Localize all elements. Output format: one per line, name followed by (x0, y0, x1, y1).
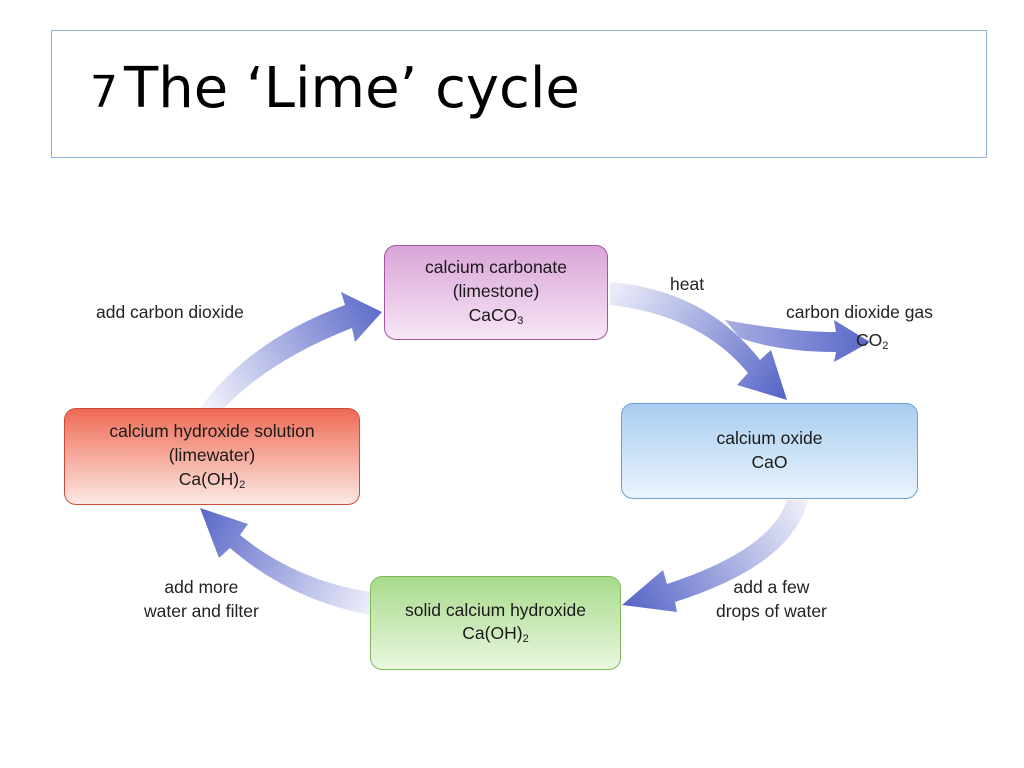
solid-calcium-hydroxide-box: solid calcium hydroxide Ca(OH)2 (370, 576, 621, 670)
add-carbon-dioxide-arrow (200, 292, 382, 408)
slide-number: 7 (90, 67, 118, 118)
slide-title-text: The ‘Lime’ cycle (124, 56, 580, 121)
add-water-arrow (200, 508, 370, 615)
calcium-hydroxide-solution-label: calcium hydroxide solution (109, 421, 315, 442)
solid-caoh2-formula: Ca(OH)2 (462, 623, 529, 646)
limewater-label: (limewater) (168, 445, 256, 466)
add-drops-arrow (622, 500, 808, 612)
carbon-dioxide-gas-label: carbon dioxide gas (786, 302, 933, 322)
calcium-hydroxide-solution-box: calcium hydroxide solution (limewater) C… (64, 408, 360, 505)
caco3-formula: CaCO3 (468, 304, 524, 327)
add-few-drops-label: add a few drops of water (716, 577, 827, 621)
heat-label: heat (670, 274, 705, 294)
calcium-oxide-box: calcium oxide CaO (621, 403, 918, 499)
limewater-caoh2-formula: Ca(OH)2 (178, 468, 246, 491)
solid-calcium-hydroxide-label: solid calcium hydroxide (405, 599, 586, 620)
co2-gas-arrow (725, 320, 870, 362)
add-more-water-label: add more water and filter (144, 577, 259, 621)
calcium-carbonate-label: calcium carbonate (424, 257, 568, 278)
co2-formula: CO2 (856, 330, 889, 352)
calcium-oxide-label: calcium oxide (716, 428, 823, 449)
add-carbon-dioxide-label: add carbon dioxide (96, 302, 244, 322)
heat-arrow (610, 282, 787, 400)
cao-formula: CaO (751, 452, 788, 472)
limestone-label: (limestone) (452, 281, 540, 302)
calcium-carbonate-box: calcium carbonate (limestone) CaCO3 (384, 245, 608, 340)
